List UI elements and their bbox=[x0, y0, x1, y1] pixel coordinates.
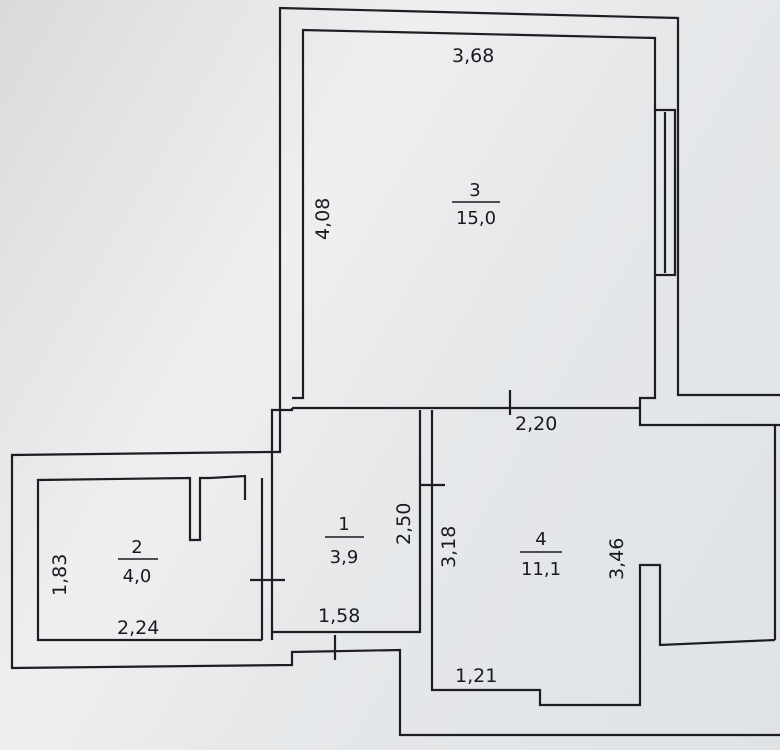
dim-room3-width: 3,68 bbox=[452, 45, 494, 67]
walls bbox=[10, 6, 780, 737]
room-3-number: 3 bbox=[469, 180, 480, 201]
dim-room4-top: 2,20 bbox=[515, 413, 557, 435]
dim-room1-width: 1,58 bbox=[318, 605, 360, 627]
dim-room4-bottom: 1,21 bbox=[455, 665, 497, 687]
room-3-label: 3 15,0 bbox=[452, 180, 500, 229]
room-4-number: 4 bbox=[535, 529, 546, 550]
room-4-label: 4 11,1 bbox=[520, 529, 562, 580]
window bbox=[653, 108, 677, 277]
dim-room2-height: 1,83 bbox=[49, 554, 71, 596]
room-1-label: 1 3,9 bbox=[325, 514, 364, 568]
room-2-number: 2 bbox=[131, 537, 142, 558]
room-2-area: 4,0 bbox=[123, 566, 152, 587]
dim-room3-height: 4,08 bbox=[312, 198, 334, 240]
room-1-area: 3,9 bbox=[330, 547, 359, 568]
dim-room1-height: 2,50 bbox=[393, 503, 415, 545]
dim-room2-width: 2,24 bbox=[117, 617, 159, 639]
dim-room4-right: 3,46 bbox=[606, 538, 628, 580]
room-3-area: 15,0 bbox=[456, 208, 496, 229]
room-1-number: 1 bbox=[338, 514, 349, 535]
dim-room4-left: 3,18 bbox=[438, 526, 460, 568]
room-2-label: 2 4,0 bbox=[118, 537, 158, 587]
room-4-area: 11,1 bbox=[521, 559, 561, 580]
